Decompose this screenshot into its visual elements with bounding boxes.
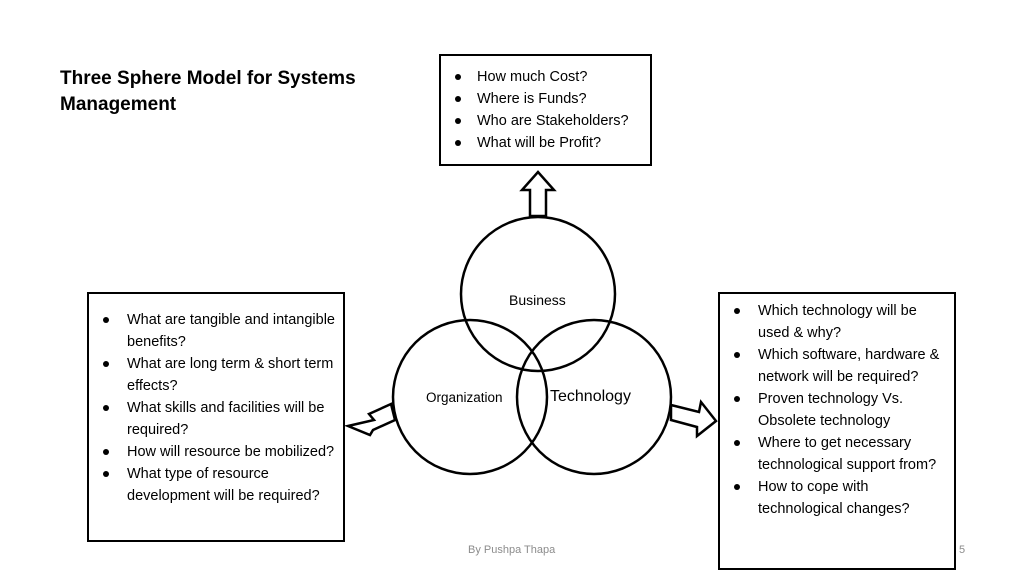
business-questions-box: How much Cost? Where is Funds? Who are S… — [439, 54, 652, 166]
technology-sphere — [515, 318, 673, 476]
organization-question: How will resource be mobilized? — [93, 441, 335, 463]
arrow-left-icon — [343, 402, 397, 437]
business-question: Where is Funds? — [445, 88, 646, 110]
organization-sphere-label: Organization — [426, 390, 503, 405]
technology-questions-box: Which technology will be used & why? Whi… — [718, 292, 956, 570]
technology-question: How to cope with technological changes? — [724, 476, 948, 520]
business-sphere-label: Business — [509, 292, 566, 308]
technology-question: Which software, hardware & network will … — [724, 344, 948, 388]
technology-question: Which technology will be used & why? — [724, 300, 948, 344]
arrow-right-icon — [669, 399, 718, 439]
technology-question: Proven technology Vs. Obsolete technolog… — [724, 388, 948, 432]
slide-title: Three Sphere Model for Systems Managemen… — [60, 68, 356, 115]
organization-question: What skills and facilities will be requi… — [93, 397, 335, 441]
footer-author: By Pushpa Thapa — [468, 544, 556, 556]
organization-question: What are long term & short term effects? — [93, 353, 335, 397]
organization-sphere — [391, 318, 549, 476]
organization-question: What are tangible and intangible benefit… — [93, 309, 335, 353]
business-question: Who are Stakeholders? — [445, 110, 646, 132]
footer-page-number: 5 — [959, 544, 966, 556]
technology-question: Where to get necessary technological sup… — [724, 432, 948, 476]
organization-question: What type of resource development will b… — [93, 463, 335, 507]
organization-questions-box: What are tangible and intangible benefit… — [87, 292, 345, 542]
arrow-up-icon — [519, 170, 557, 218]
business-question: What will be Profit? — [445, 132, 646, 154]
technology-sphere-label: Technology — [550, 388, 631, 405]
business-question: How much Cost? — [445, 66, 646, 88]
